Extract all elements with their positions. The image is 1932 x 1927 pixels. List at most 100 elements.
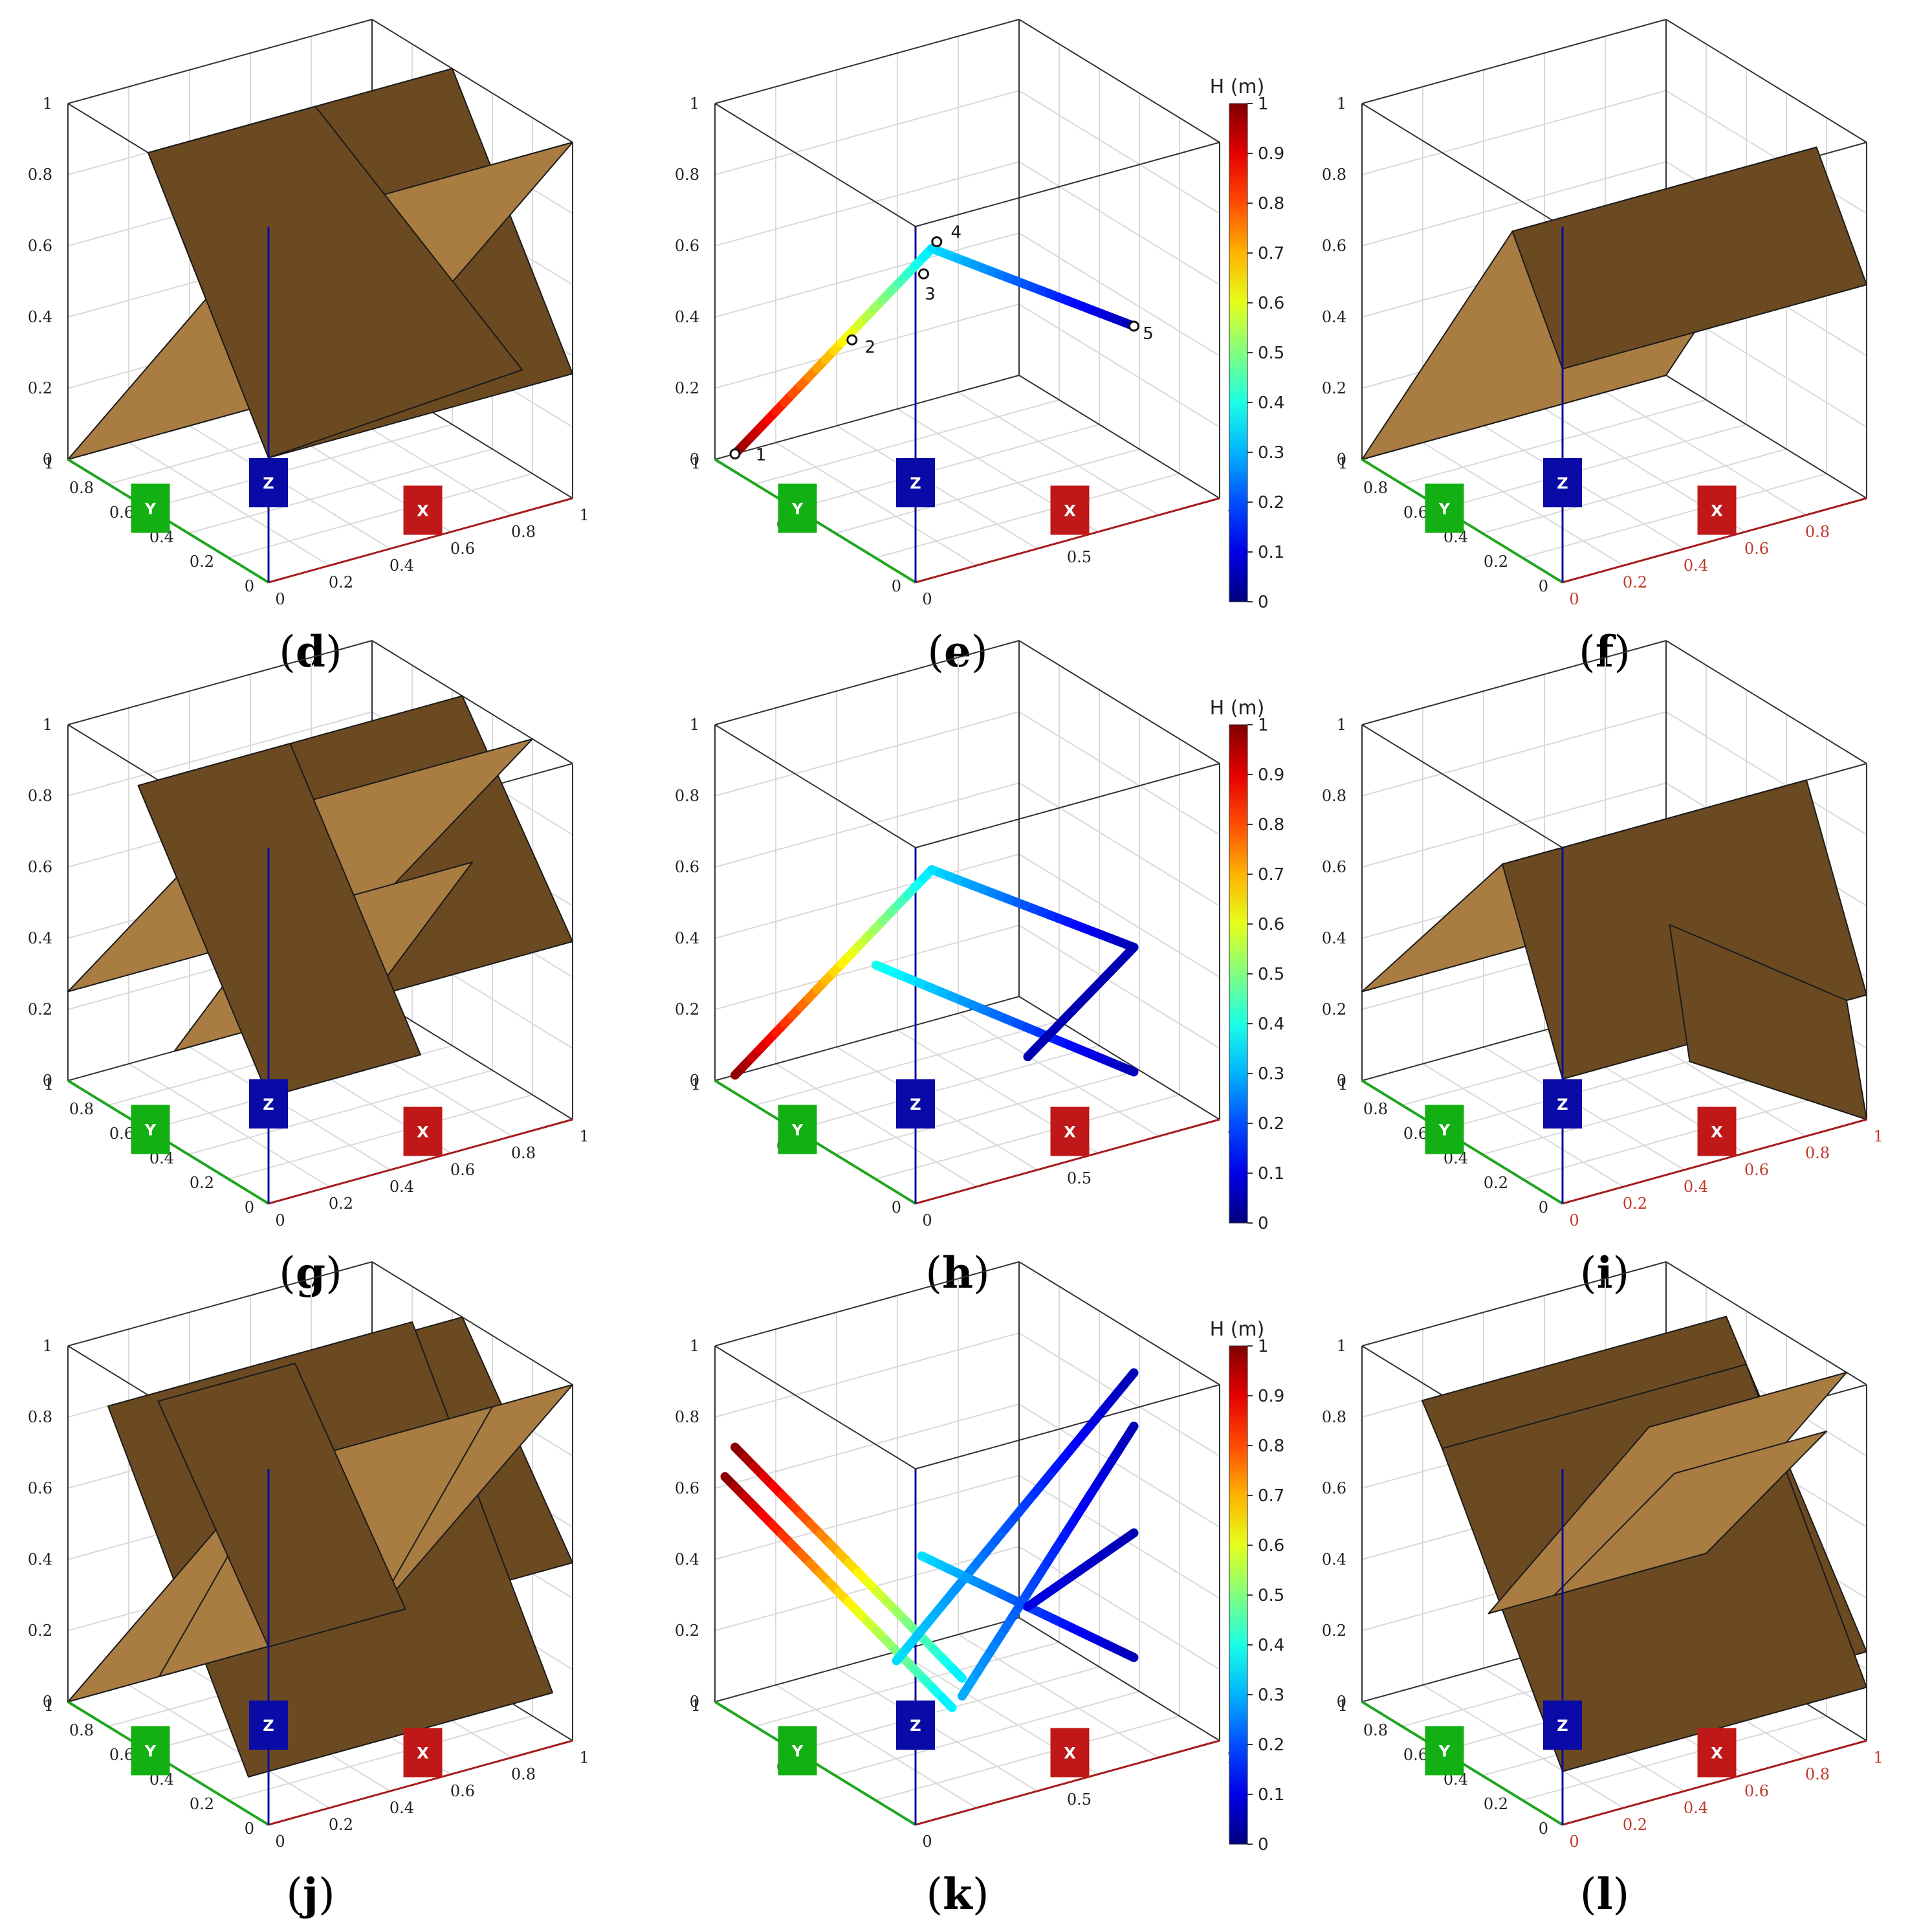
panel-i: 00.20.40.60.8100.20.40.60.8100.20.40.60.… [1322,640,1883,1298]
y-tick-label: 0.2 [1484,1174,1508,1192]
x-axis-line [1562,1118,1867,1205]
x-tick-label: 0.2 [1623,573,1647,591]
y-tick-label: 0 [892,1198,901,1217]
y-tick-label: 0.2 [190,553,214,571]
x-tick-label: 0.6 [1744,540,1769,558]
x-tick-label: 0.6 [450,540,475,558]
y-axis-badge: Y [131,1105,170,1154]
y-tick-label: 1 [1338,1697,1348,1715]
z-tick-label: 0.2 [675,379,699,397]
grid-line [795,69,1100,509]
pipe-node [918,268,929,280]
colorbar-tick-label: 0.5 [1258,965,1284,984]
z-axis-badge: Z [249,458,288,507]
box-edge [371,19,573,143]
z-tick-label: 1 [43,1337,52,1355]
axis-badge-box [778,1105,817,1154]
node-label: 1 [756,446,767,465]
x-axis-line [915,1739,1220,1826]
caption-close: ) [972,1869,989,1919]
falling-plane-front [137,743,421,1097]
colorbar-tick-label: 0.8 [1258,1437,1284,1456]
z-tick-label: 0.2 [675,1622,699,1640]
box-edge [67,1261,373,1347]
pipe-segment [1118,1063,1139,1077]
colorbar-tick-label: 0.7 [1258,1486,1284,1506]
grid-line [714,1545,1220,1670]
colorbar-tick-label: 0.2 [1258,1114,1284,1134]
y-axis-badge: Y [1425,483,1464,533]
axis-badge-label: Z [910,1096,921,1114]
axis-badge-box [1050,1107,1090,1156]
axis-badge-box [1697,1107,1737,1156]
z-axis-badge: Z [1543,1079,1582,1129]
axis-badge-box [896,1079,935,1129]
box-edge [371,640,573,764]
y-tick-label: 0.8 [1363,1100,1388,1118]
y-tick-label: 0.2 [190,1795,214,1813]
x-tick-label: 0.4 [1684,1799,1708,1817]
axis-badge-label: Z [910,474,921,492]
axis-badge-label: Y [144,1121,157,1140]
axis-badge-box [1543,458,1582,507]
z-tick-label: 0.8 [675,166,699,184]
x-tick-label: 0.4 [390,1799,414,1817]
z-tick-label: 0 [1337,450,1346,468]
y-tick-label: 0.6 [109,1746,134,1764]
falling-plane-front [157,1363,406,1647]
box-edge [714,1261,1020,1347]
panel-caption: (i) [1580,1248,1630,1298]
colorbar-tick-label: 0.9 [1258,765,1284,785]
grid-line [714,853,1220,978]
x-tick-label: 0 [1569,1211,1579,1229]
axis-badge-label: Z [263,1096,274,1114]
z-axis-badge: Z [896,458,935,507]
z-axis-badge: Z [1543,458,1582,507]
z-tick-label: 0.6 [28,1479,52,1497]
pipe-segment [1122,1422,1139,1442]
x-axis-line [268,1739,573,1826]
z-tick-label: 0 [43,450,52,468]
caption-close: ) [318,1869,335,1919]
box-edge [714,19,1020,104]
z-tick-label: 0.2 [28,1622,52,1640]
axis-badge-label: Y [1438,500,1451,518]
z-axis-badge: Z [249,1701,288,1750]
axis-badge-label: X [1711,1745,1723,1763]
box-edge [1665,1261,1867,1385]
x-tick-label: 0 [275,590,285,608]
box-edge [915,142,1220,227]
axis-badge-box [1543,1079,1582,1129]
y-tick-label: 0.2 [1484,1795,1508,1813]
z-tick-label: 0.8 [28,787,52,805]
axis-badge-label: X [417,502,429,520]
axis-badge-label: X [1064,502,1076,520]
axis-badge-label: Y [144,1743,157,1761]
z-tick-label: 0.4 [1322,1550,1346,1569]
y-tick-label: 0 [1539,1198,1548,1217]
pipe-segment [1023,1047,1037,1061]
colorbar-tick-label: 0 [1258,1214,1269,1233]
x-tick-label: 0.6 [1744,1161,1769,1179]
colorbar-tick-label: 0.6 [1258,915,1284,934]
y-tick-label: 0.8 [1363,479,1388,497]
y-tick-label: 0.6 [109,503,134,522]
x-tick-label: 0.2 [329,1195,353,1213]
z-tick-label: 0.4 [675,1550,699,1569]
pipe-segment [1119,1368,1139,1390]
z-tick-label: 0.4 [28,1550,52,1569]
z-tick-label: 0.2 [28,1000,52,1019]
x-tick-label: 0 [275,1211,285,1229]
z-tick-label: 0.4 [28,308,52,326]
x-tick-label: 0.2 [1623,1195,1647,1213]
box-edge [714,724,916,848]
y-tick-label: 1 [44,1697,54,1715]
z-tick-label: 0.4 [1322,308,1346,326]
y-tick-label: 0.2 [1484,553,1508,571]
caption-open: ( [1580,1248,1597,1298]
axis-badge-box [1697,485,1737,535]
pipe-segment [948,1664,967,1683]
axis-badge-label: Z [263,1717,274,1735]
colorbar-tick-label: 1 [1258,94,1269,114]
